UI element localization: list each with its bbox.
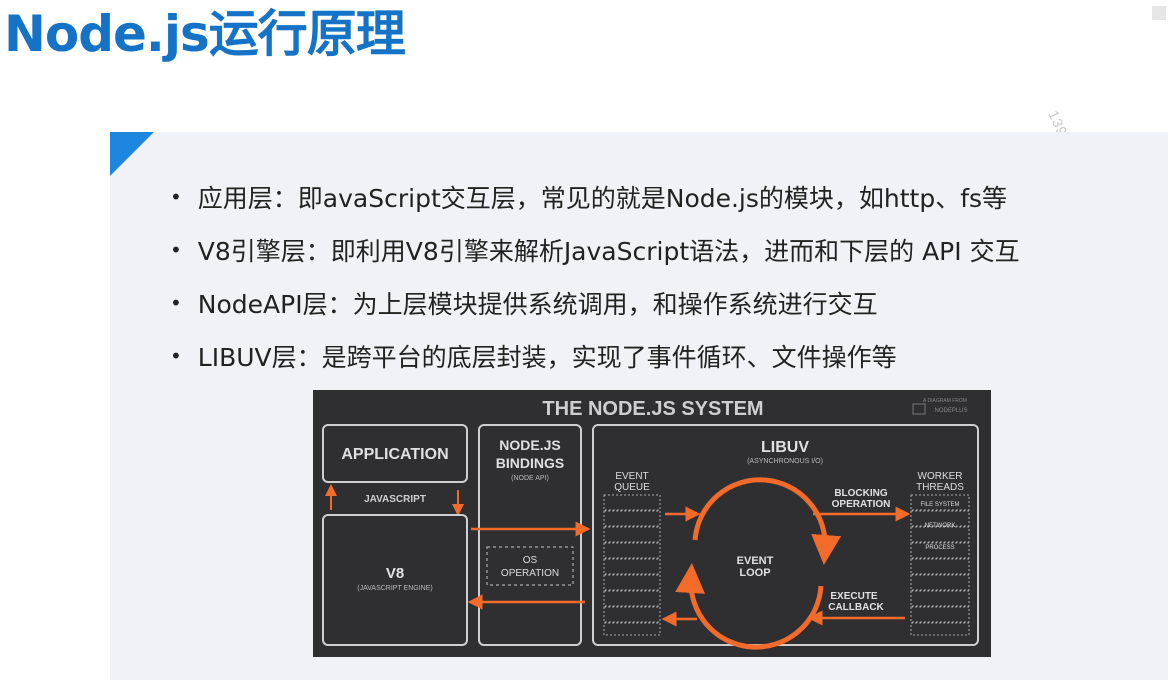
worker-label-1: WORKER	[918, 471, 963, 482]
bullet-item-libuv: LIBUV层：是跨平台的底层封装，实现了事件循环、文件操作等	[170, 329, 1020, 382]
nodejs-system-diagram: THE NODE.JS SYSTEM A DIAGRAM FROM NODEPL…	[313, 390, 991, 657]
worker-item-file-system: FILE SYSTEM	[920, 502, 959, 508]
os-operation-box	[486, 546, 574, 586]
bindings-sub-label: (NODE API)	[511, 475, 549, 482]
worker-item-process: PROCESS	[925, 545, 954, 551]
libuv-label: LIBUV	[761, 439, 809, 456]
javascript-label: JAVASCRIPT	[364, 494, 426, 505]
bullet-item-v8: V8引擎层：即利用V8引擎来解析JavaScript语法，进而和下层的 API …	[170, 223, 1020, 276]
bindings-label-1: NODE.JS	[499, 437, 560, 453]
diagram-heading: THE NODE.JS SYSTEM	[542, 398, 763, 420]
libuv-box	[592, 424, 979, 646]
event-queue-label-1: EVENT	[615, 471, 648, 482]
brand-logo-icon	[912, 403, 926, 415]
event-loop-label-1: EVENT	[737, 555, 774, 567]
os-label-1: OS	[523, 555, 538, 566]
execute-label-1: EXECUTE	[830, 591, 878, 602]
os-label-2: OPERATION	[501, 568, 559, 579]
brand-line-1: A DIAGRAM FROM	[923, 398, 967, 404]
v8-box	[322, 514, 468, 646]
libuv-sub-label: (ASYNCHRONOUS I/O)	[747, 458, 823, 465]
v8-label: V8	[386, 565, 404, 582]
v8-sub-label: (JAVASCRIPT ENGINE)	[357, 585, 432, 592]
bullet-item-nodeapi: NodeAPI层：为上层模块提供系统调用，和操作系统进行交互	[170, 276, 1020, 329]
event-loop-lower-arc	[675, 563, 824, 650]
bullet-item-application: 应用层：即avaScript交互层，常见的就是Node.js的模块，如http、…	[170, 170, 1020, 223]
worker-item-network: NETWORK	[925, 523, 956, 529]
bullet-list: 应用层：即avaScript交互层，常见的就是Node.js的模块，如http、…	[170, 170, 1020, 382]
bindings-label-2: BINDINGS	[496, 455, 564, 471]
event-loop-upper-arc	[692, 477, 842, 565]
blocking-label-2: OPERATION	[832, 499, 891, 510]
corner-widget	[1152, 6, 1166, 20]
panel-corner-accent	[110, 132, 154, 176]
event-queue-label-2: QUEUE	[614, 482, 650, 493]
execute-label-2: CALLBACK	[828, 602, 884, 613]
application-box	[322, 424, 468, 483]
worker-thread-slots	[910, 494, 970, 636]
worker-label-2: THREADS	[916, 482, 964, 493]
event-queue-slots	[603, 494, 661, 636]
brand-line-2: NODEPLUS	[934, 408, 967, 414]
page-title: Node.js运行原理	[4, 5, 406, 63]
application-label: APPLICATION	[341, 446, 448, 463]
event-loop-label-2: LOOP	[739, 567, 770, 579]
blocking-label-1: BLOCKING	[834, 488, 888, 499]
